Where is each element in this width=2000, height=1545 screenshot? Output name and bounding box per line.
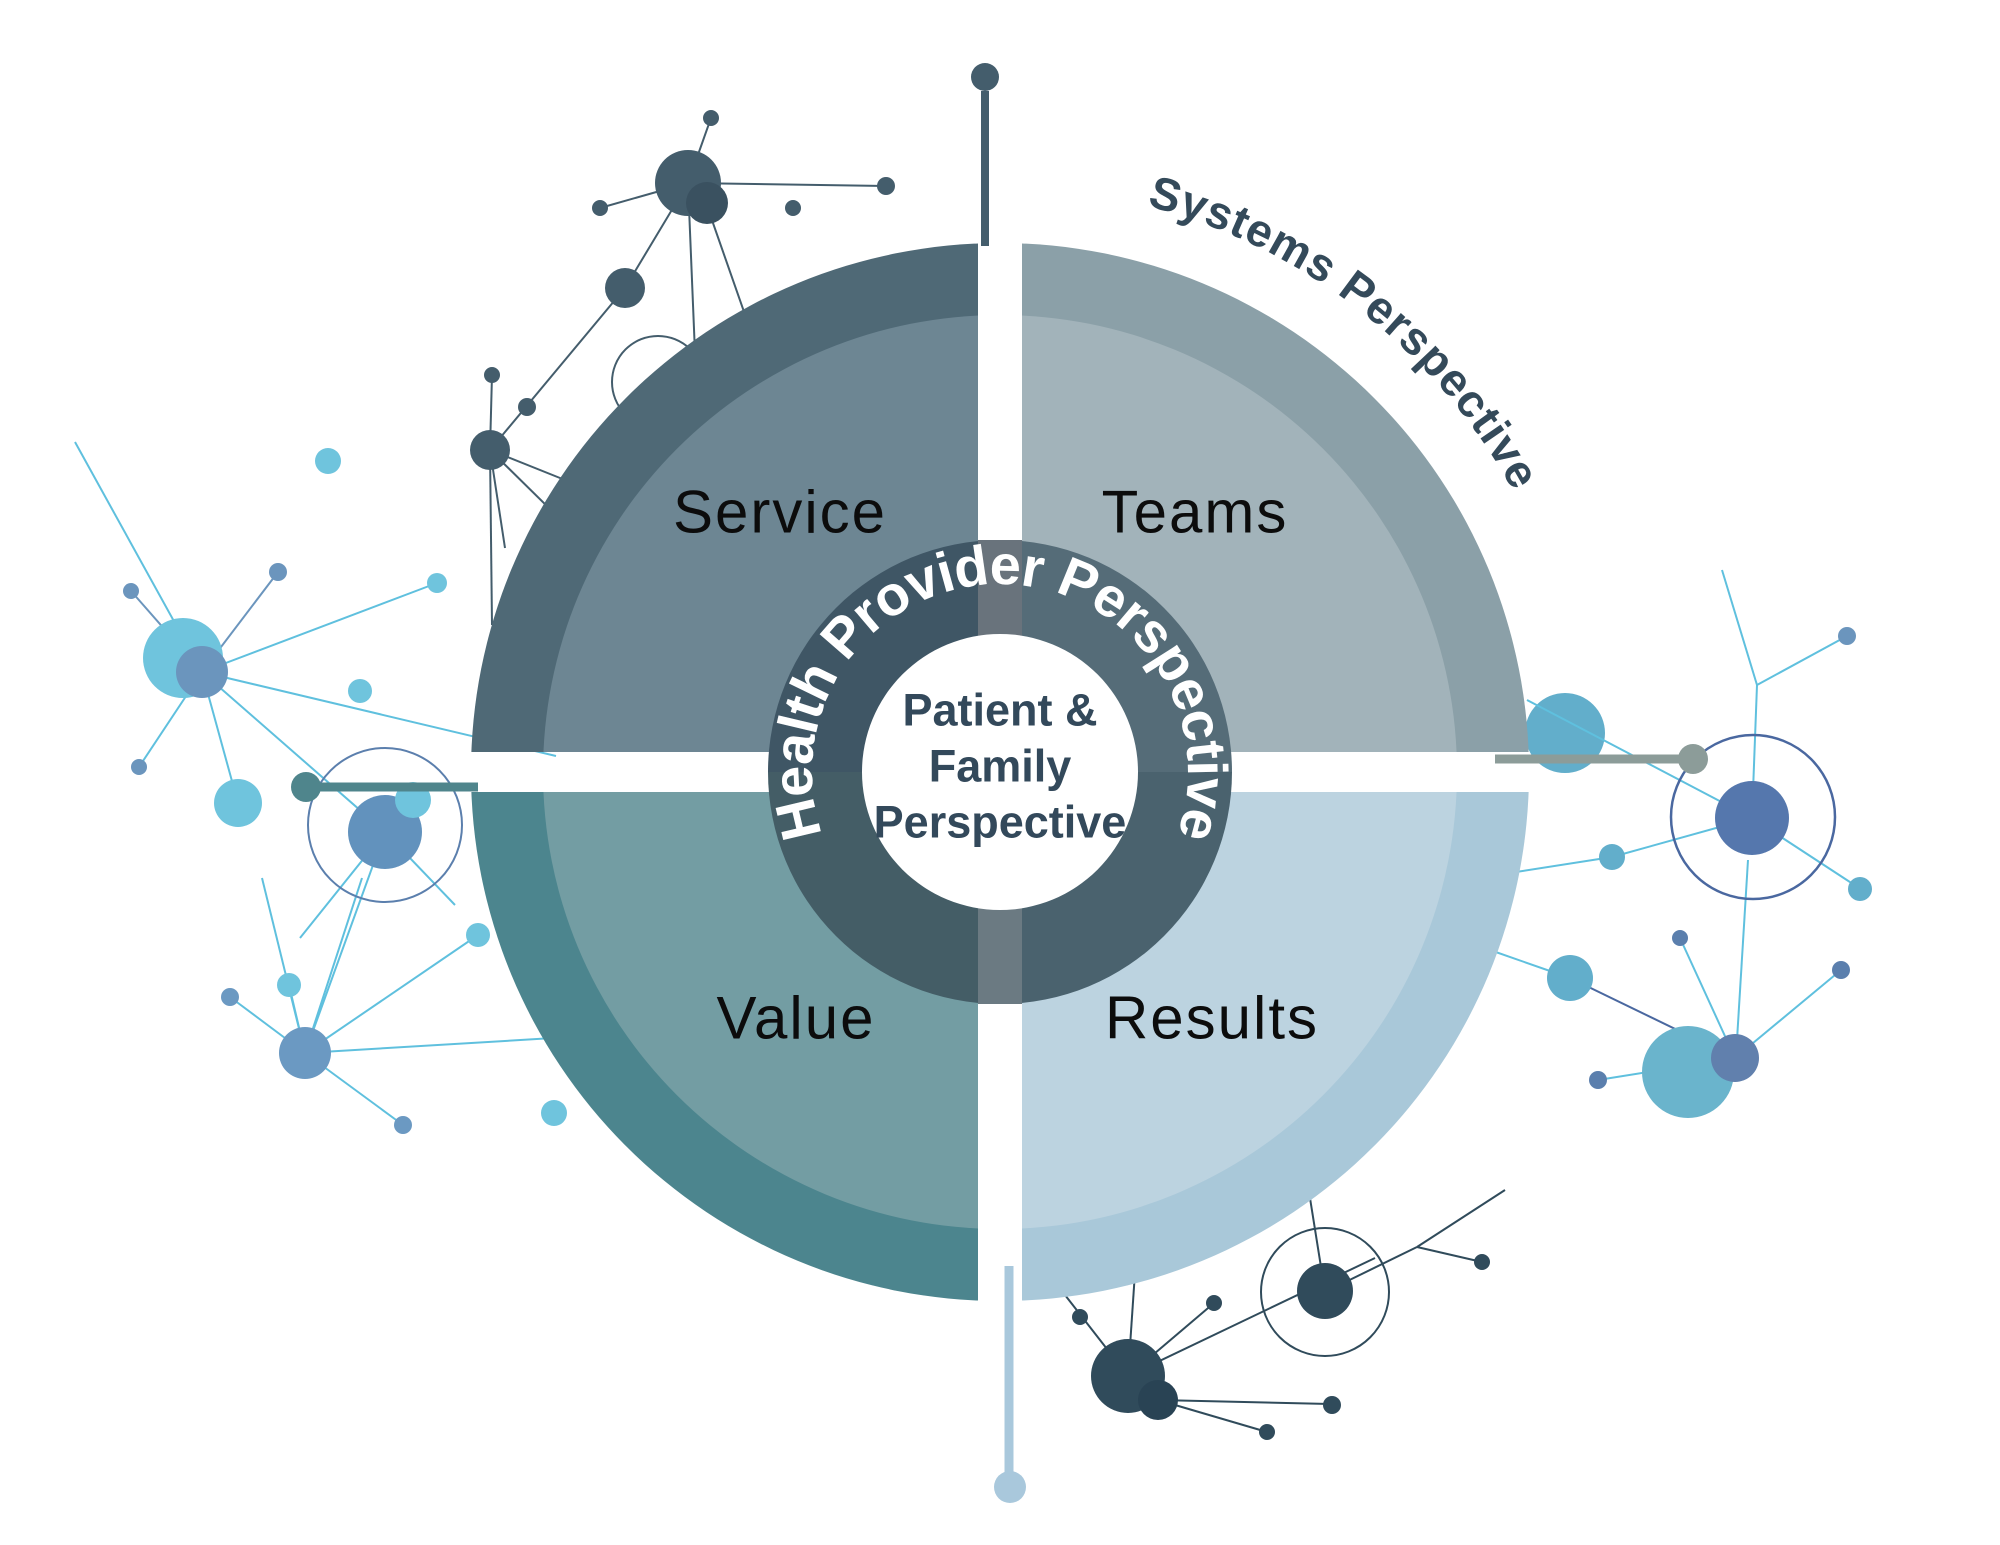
- network-link: [1416, 1189, 1506, 1248]
- network-node: [427, 573, 447, 593]
- anchor-right: [1495, 744, 1708, 774]
- network-node: [484, 367, 500, 383]
- network-node: [1206, 1295, 1222, 1311]
- network-node: [1715, 781, 1789, 855]
- network-node: [686, 182, 728, 224]
- network-node: [394, 1116, 412, 1134]
- anchor-left: [291, 772, 478, 802]
- network-node: [518, 398, 536, 416]
- anchor-dot-bottom: [994, 1471, 1026, 1503]
- network-node: [214, 779, 262, 827]
- network-cluster-right-lower: [1489, 930, 1850, 1118]
- network-link: [687, 182, 887, 187]
- network-link: [489, 287, 626, 451]
- label-value: Value: [716, 985, 875, 1052]
- network-ring: [1260, 1227, 1390, 1357]
- network-link: [261, 877, 306, 1054]
- anchor-dot-left: [291, 772, 321, 802]
- network-link: [304, 934, 479, 1054]
- hub-ring: [768, 540, 1232, 1004]
- network-node: [1711, 1034, 1759, 1082]
- label-teams: Teams: [1102, 479, 1289, 546]
- network-node: [348, 679, 372, 703]
- network-cluster-bottom-left: [221, 877, 721, 1134]
- network-node: [277, 973, 301, 997]
- network-node: [1138, 1380, 1178, 1420]
- network-node: [785, 200, 801, 216]
- network-link: [1756, 635, 1848, 686]
- network-cluster-bottom-right: [1043, 1147, 1506, 1440]
- network-link: [1736, 859, 1749, 1041]
- network-link: [1416, 1246, 1483, 1263]
- network-node: [470, 430, 510, 470]
- network-node: [1297, 1263, 1353, 1319]
- network-node: [877, 177, 895, 195]
- network-ring: [1669, 733, 1837, 901]
- anchor-top: [971, 63, 999, 246]
- anchor-bottom: [994, 1266, 1026, 1503]
- network-node: [466, 923, 490, 947]
- label-results: Results: [1105, 985, 1319, 1052]
- network-node: [315, 448, 341, 474]
- network-node: [541, 1100, 567, 1126]
- network-node: [1832, 961, 1850, 979]
- network-link: [489, 449, 493, 626]
- hub-stub-bottom: [978, 906, 1022, 1004]
- center-label-line3: Perspective: [874, 797, 1127, 848]
- network-link: [1157, 1399, 1331, 1405]
- network-node: [1838, 627, 1856, 645]
- network-node: [605, 268, 645, 308]
- network-node: [1642, 1026, 1734, 1118]
- network-link: [1515, 856, 1613, 873]
- network-link: [201, 582, 438, 673]
- network-ring: [307, 747, 463, 903]
- network-node: [1547, 955, 1593, 1001]
- network-node: [1259, 1424, 1275, 1440]
- network-link: [201, 671, 386, 833]
- label-service: Service: [673, 479, 887, 546]
- network-cluster-left: [74, 441, 557, 1054]
- network-node: [703, 110, 719, 126]
- network-cluster-top-left: [470, 110, 895, 626]
- network-node: [1848, 877, 1872, 901]
- network-node: [1525, 693, 1605, 773]
- anchor-dot-top: [971, 63, 999, 91]
- network-link: [304, 877, 363, 1054]
- center-label-line1: Patient &: [902, 685, 1097, 736]
- network-node: [176, 646, 228, 698]
- network-node: [1323, 1396, 1341, 1414]
- network-node: [269, 563, 287, 581]
- network-node: [1672, 930, 1688, 946]
- network-cluster-right: [1515, 569, 1872, 1041]
- anchor-dot-right: [1678, 744, 1708, 774]
- network-node: [131, 759, 147, 775]
- center-label-line2: Family: [929, 741, 1072, 792]
- network-node: [279, 1027, 331, 1079]
- network-node: [1589, 1071, 1607, 1089]
- network-link: [1721, 569, 1758, 686]
- hub-center-circle: [862, 634, 1138, 910]
- center-label: Patient & Family Perspective: [874, 685, 1127, 848]
- network-node: [1599, 844, 1625, 870]
- network-node: [221, 988, 239, 1006]
- network-node: [592, 200, 608, 216]
- network-link: [304, 831, 386, 1054]
- network-node: [123, 583, 139, 599]
- network-node: [1474, 1254, 1490, 1270]
- hub-stub-top: [978, 540, 1022, 638]
- network-node: [1072, 1309, 1088, 1325]
